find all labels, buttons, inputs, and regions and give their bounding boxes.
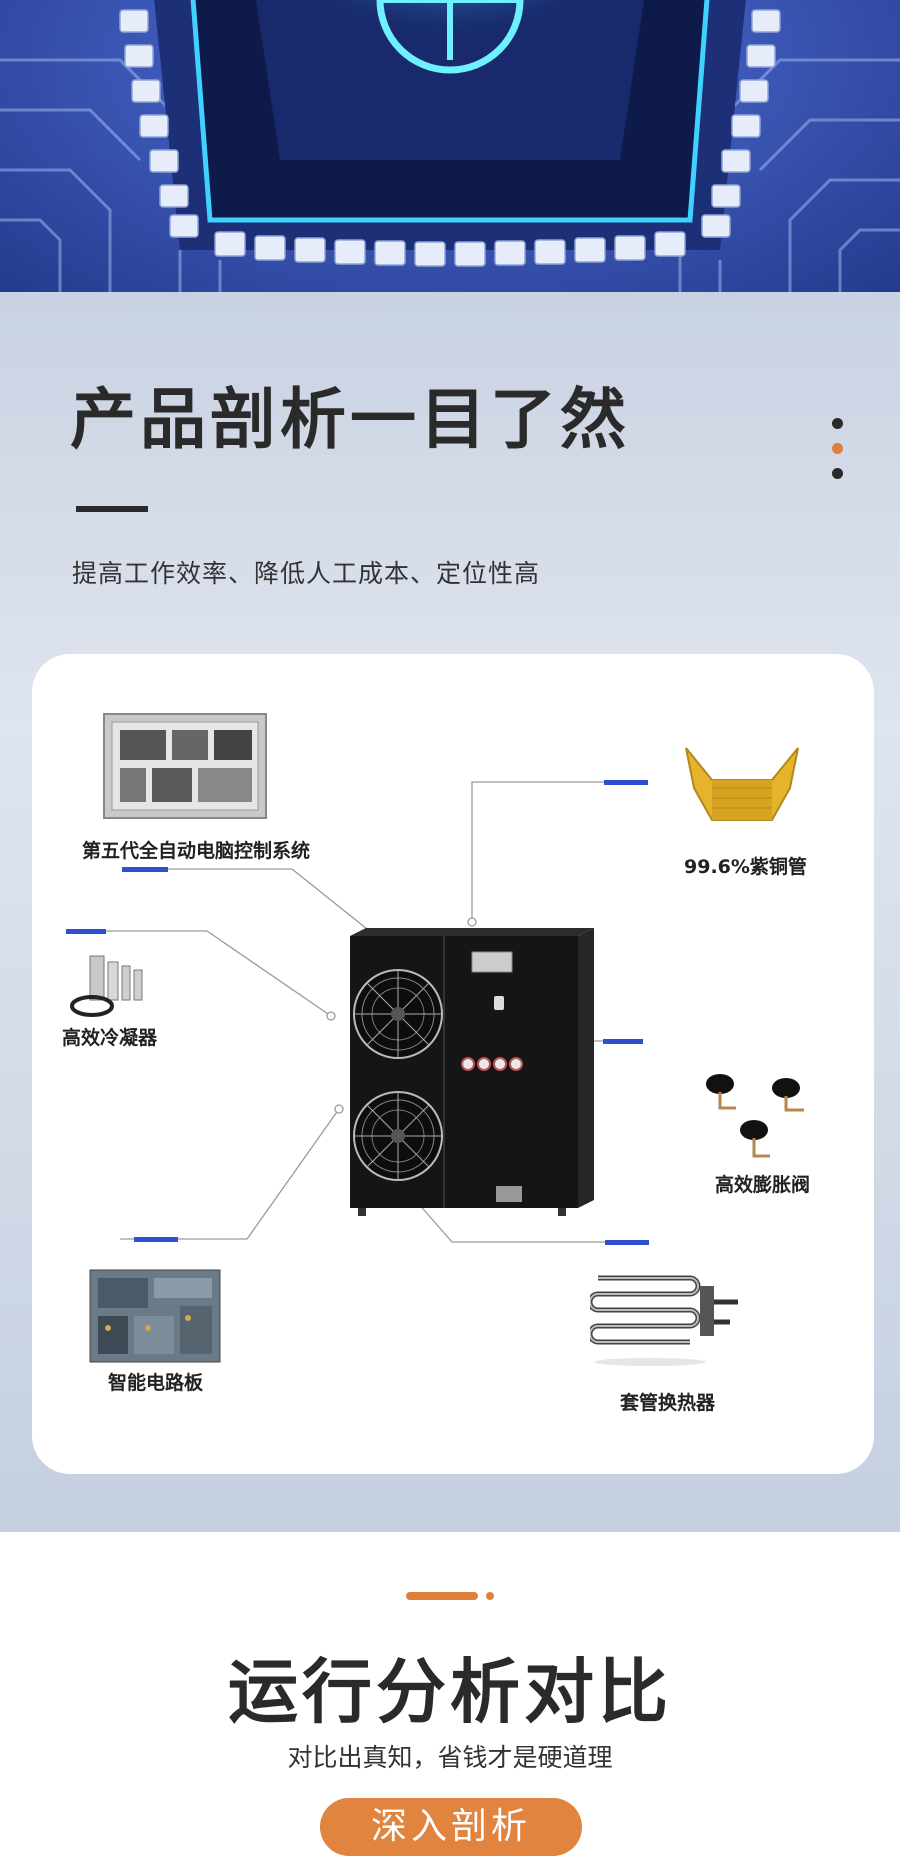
dot-1 (832, 418, 843, 429)
decor-bar (406, 1592, 478, 1600)
component-circuit-board (88, 1268, 222, 1368)
title-underline (76, 506, 148, 512)
component-control-system (102, 712, 268, 824)
label-copper-pipe: 99.6%紫铜管 (684, 856, 807, 878)
accent-bar-copper-pipe (604, 780, 648, 785)
run-analysis-title: 运行分析对比 (228, 1651, 672, 1733)
product-analysis-section: 产品剖析一目了然 提高工作效率、降低人工成本、定位性高 (0, 292, 900, 1532)
dot-3 (832, 468, 843, 479)
section-title: 产品剖析一目了然 (70, 381, 630, 458)
label-expansion-valve: 高效膨胀阀 (715, 1174, 811, 1196)
accent-bar-condenser (66, 929, 106, 934)
label-circuit-board: 智能电路板 (108, 1372, 204, 1394)
accent-bar-circuit-board (134, 1237, 178, 1242)
heat-pump-unit-image (350, 928, 594, 1216)
run-analysis-section: 运行分析对比 对比出真知，省钱才是硬道理 深入剖析 (0, 1532, 900, 1872)
accent-bar-control-system (122, 867, 168, 872)
component-expansion-valve (700, 1064, 816, 1168)
heat-exchanger-image (587, 1275, 738, 1366)
component-heat-exchanger (587, 1266, 746, 1380)
label-condenser: 高效冷凝器 (62, 1027, 158, 1049)
pagination-dots (832, 418, 846, 493)
accent-bar-expansion-valve (603, 1039, 643, 1044)
chip-illustration (0, 0, 900, 292)
chip-banner-image (0, 0, 900, 292)
dot-2-active (832, 443, 843, 454)
run-analysis-subtitle: 对比出真知，省钱才是硬道理 (287, 1743, 613, 1772)
condenser-image (70, 955, 143, 1017)
label-heat-exchanger: 套管换热器 (620, 1392, 716, 1414)
expansion-valve-image (706, 1074, 804, 1158)
deep-analysis-button[interactable]: 深入剖析 (320, 1798, 582, 1856)
control-box-image (103, 713, 267, 819)
label-control-system: 第五代全自动电脑控制系统 (82, 840, 311, 862)
section-subtitle: 提高工作效率、降低人工成本、定位性高 (72, 559, 541, 588)
decor-dot (486, 1592, 494, 1600)
fan-bottom (353, 1091, 443, 1181)
circuit-board-image (89, 1269, 221, 1363)
copper-pipe-image (685, 747, 799, 821)
product-breakdown-card: 第五代全自动电脑控制系统 99.6%紫铜管 高效冷凝器 (32, 654, 874, 1474)
component-copper-pipe (672, 728, 806, 832)
accent-bar-heat-exchanger (605, 1240, 649, 1245)
fan-top (353, 969, 443, 1059)
component-condenser (68, 952, 148, 1022)
